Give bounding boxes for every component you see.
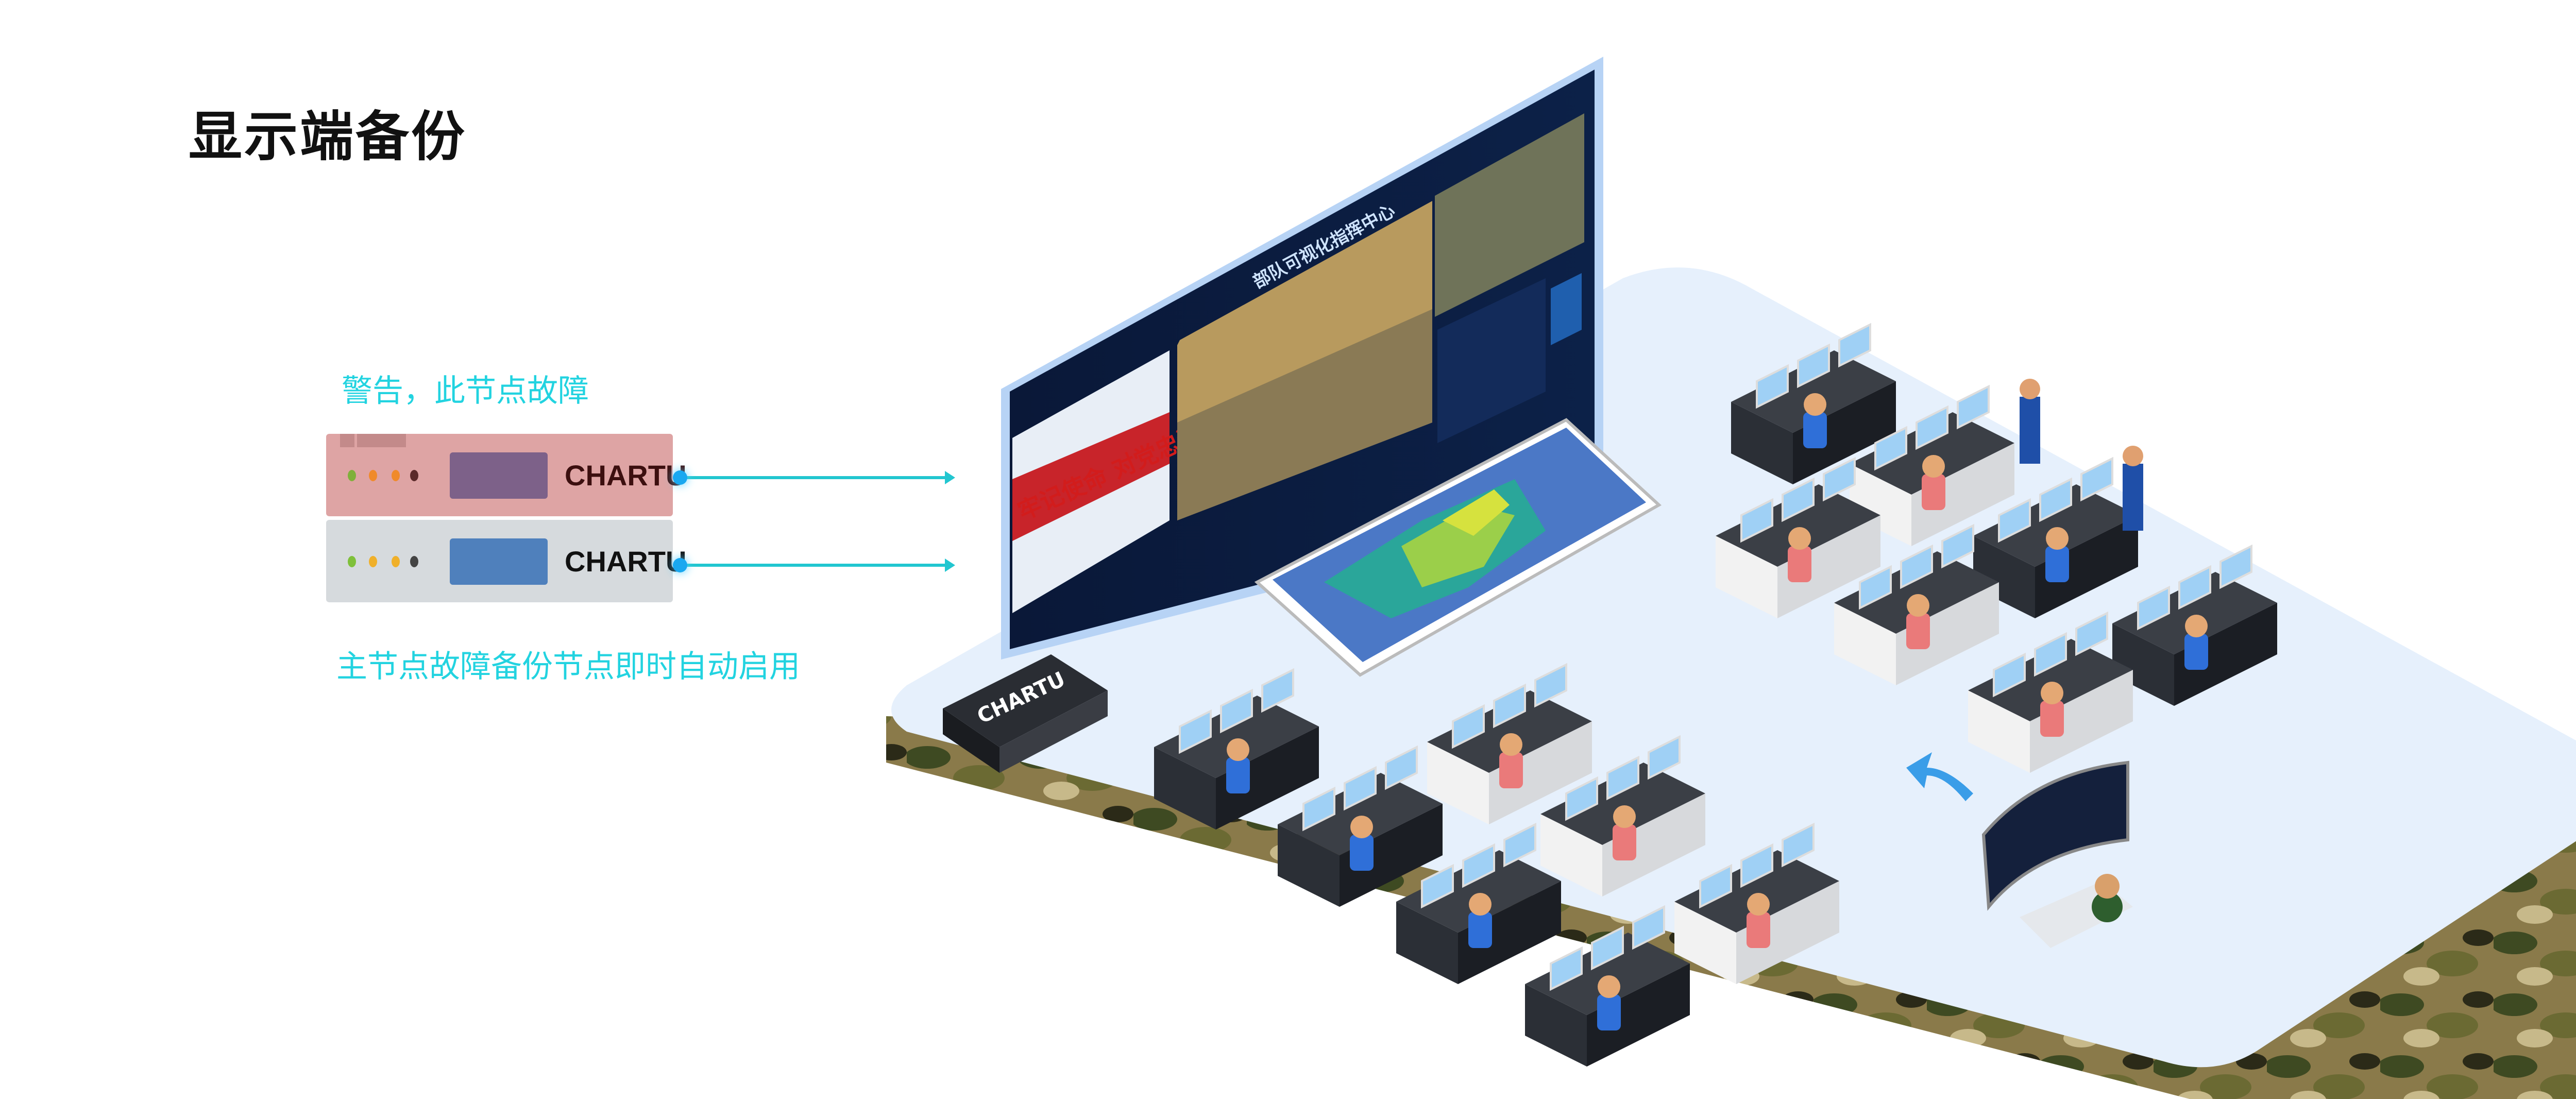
port-dot xyxy=(673,558,687,572)
floor-server-device: CHARTU xyxy=(943,654,1108,773)
status-led xyxy=(410,556,418,567)
workstation-cluster xyxy=(1396,822,1561,984)
status-led xyxy=(348,470,356,481)
operator-console xyxy=(1981,760,2133,948)
primary-server-node[interactable]: CHARTU xyxy=(326,434,686,516)
backup-link-arrow xyxy=(673,558,955,572)
backup-caption: 主节点故障备份节点即时自动启用 xyxy=(336,649,800,685)
workstation-cluster xyxy=(1731,323,1896,484)
workstation-cluster xyxy=(1968,611,2133,773)
server-brand: CHARTU xyxy=(565,459,687,492)
status-led xyxy=(369,556,377,567)
server-brand: CHARTU xyxy=(565,545,687,578)
workstation-cluster xyxy=(1674,822,1839,984)
workstation-cluster xyxy=(1427,663,1592,824)
status-led xyxy=(410,470,418,481)
flow-arrow-icon xyxy=(1906,752,1973,801)
workstation-cluster xyxy=(1716,456,1880,618)
status-led xyxy=(348,556,356,567)
status-led xyxy=(392,470,400,481)
workstation-cluster xyxy=(1540,735,1705,897)
workstation-cluster xyxy=(1973,456,2138,618)
backup-server-node[interactable]: CHARTU xyxy=(326,520,686,602)
workstation-cluster xyxy=(1278,745,1443,907)
map-table xyxy=(1254,418,1662,677)
display-panel xyxy=(450,452,548,499)
workstation-cluster xyxy=(1850,384,2014,546)
status-led xyxy=(369,470,377,481)
page-title: 显示端备份 xyxy=(189,105,467,168)
workstation-cluster xyxy=(1834,523,1999,685)
workstation-cluster xyxy=(1154,668,1319,830)
standing-officer xyxy=(2123,446,2143,531)
fault-warning-caption: 警告，此节点故障 xyxy=(342,373,589,409)
standing-officer xyxy=(2020,379,2040,464)
convoy-video xyxy=(1435,113,1584,317)
workstation-cluster xyxy=(2112,544,2277,706)
status-led xyxy=(392,556,400,567)
workstation-cluster xyxy=(1525,905,1690,1067)
port-dot xyxy=(673,470,687,485)
primary-link-arrow xyxy=(673,470,955,485)
display-panel xyxy=(450,538,548,585)
